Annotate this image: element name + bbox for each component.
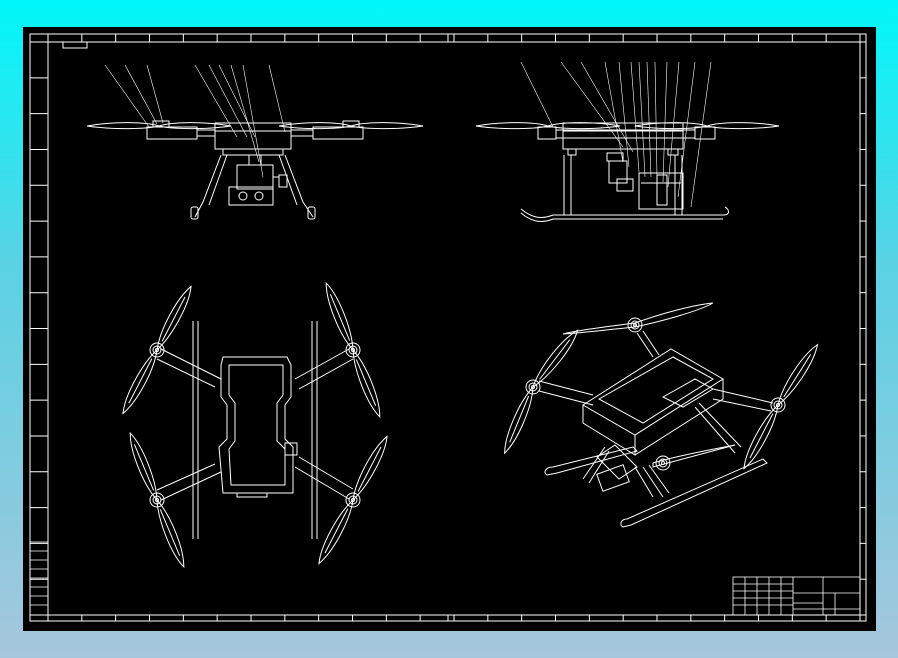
top-view-rotors bbox=[119, 281, 391, 569]
front-view-leaders bbox=[104, 64, 286, 178]
side-view-leaders bbox=[520, 61, 712, 208]
border-ticks-side bbox=[30, 77, 866, 580]
drawing-frame bbox=[29, 33, 867, 622]
front-view bbox=[86, 120, 424, 220]
side-view bbox=[475, 122, 780, 222]
cad-drawing-sheet[interactable] bbox=[23, 27, 876, 631]
top-view bbox=[156, 321, 354, 539]
isometric-view bbox=[500, 302, 821, 528]
cad-canvas[interactable] bbox=[23, 27, 876, 631]
revision-table-left bbox=[29, 541, 49, 616]
title-block bbox=[732, 576, 861, 616]
border-ticks-top bbox=[81, 34, 827, 621]
